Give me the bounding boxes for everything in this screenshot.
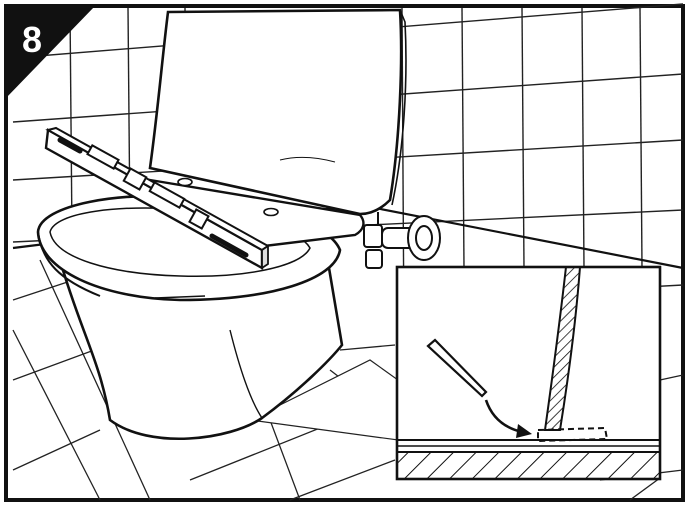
lid-hole-right — [264, 209, 278, 216]
step-number: 8 — [22, 19, 42, 60]
detail-inset — [397, 267, 660, 482]
lid-hole-left — [178, 179, 192, 186]
